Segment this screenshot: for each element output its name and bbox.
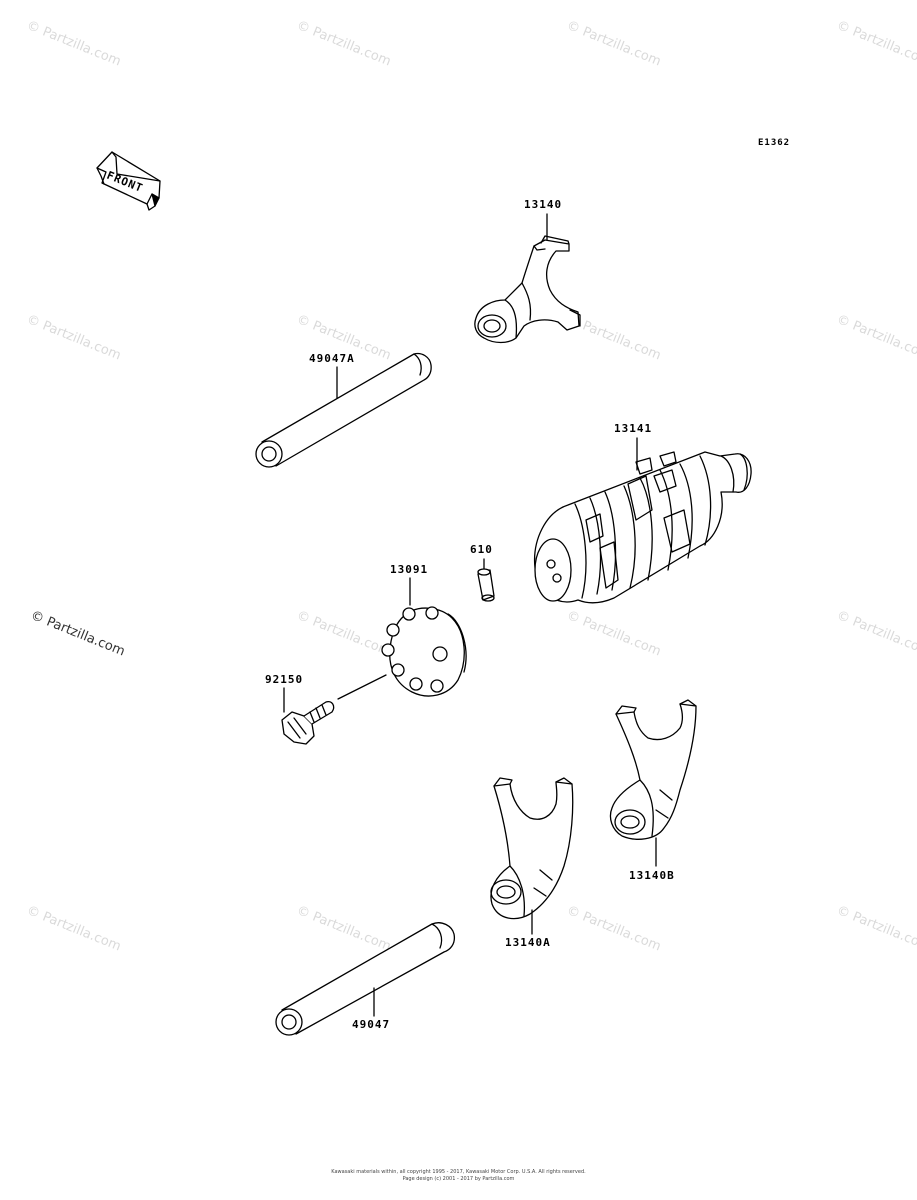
pin-610: [477, 568, 495, 602]
part-label-92150[interactable]: 92150: [265, 673, 304, 686]
shift-fork-13140B: [609, 699, 697, 840]
copyright-line-2: Page design (c) 2001 - 2017 by Partzilla…: [402, 1176, 515, 1182]
front-arrow-icon: FRONT: [96, 151, 161, 211]
part-label-13140A[interactable]: 13140A: [505, 936, 551, 949]
part-label-13141[interactable]: 13141: [614, 422, 653, 435]
shift-fork-13140: [474, 235, 581, 344]
copyright-line-1: Kawasaki materials within, all copyright…: [331, 1169, 586, 1175]
leader-bolt-to-holder: [337, 674, 387, 700]
shift-drum-13141: [533, 451, 752, 604]
copyright-notice: Kawasaki materials within, all copyright…: [0, 1169, 917, 1183]
part-label-13091[interactable]: 13091: [390, 563, 429, 576]
part-label-49047A[interactable]: 49047A: [309, 352, 355, 365]
diagram-code: E1362: [758, 138, 791, 148]
part-label-13140B[interactable]: 13140B: [629, 869, 675, 882]
shift-rod-49047: [275, 922, 456, 1036]
part-label-49047[interactable]: 49047: [352, 1018, 391, 1031]
part-label-610[interactable]: 610: [470, 543, 493, 556]
part-label-13140[interactable]: 13140: [524, 198, 563, 211]
bolt-92150: [281, 700, 335, 745]
holder-13091: [381, 606, 467, 697]
shift-rod-49047A: [255, 352, 432, 468]
shift-fork-13140A: [490, 777, 574, 920]
